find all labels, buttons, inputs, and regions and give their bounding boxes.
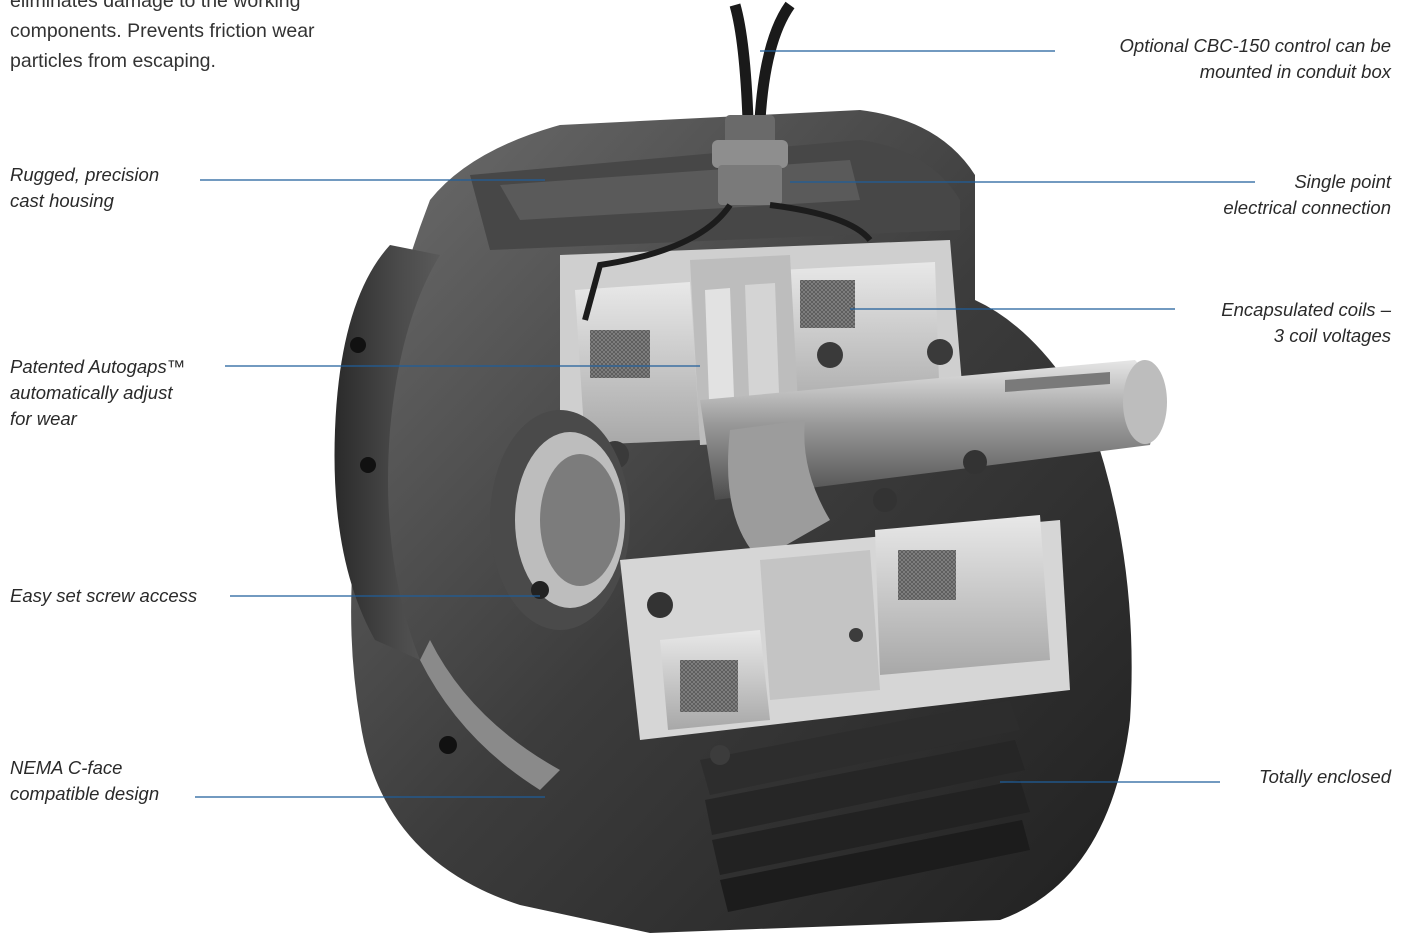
callout-single-point: Single point electrical connection [1223, 171, 1391, 218]
coil-upper-left [590, 330, 650, 378]
shaft-key [1005, 372, 1110, 392]
callout-set-screw: Easy set screw access [10, 585, 198, 606]
bearing-upper-right [927, 339, 953, 365]
lower-cutaway [620, 450, 1070, 765]
hub [490, 410, 630, 630]
callout-autogaps: Patented Autogaps™ automatically adjust … [10, 356, 186, 429]
bearing-upper-mid [817, 342, 843, 368]
conduit-fitting [582, 1, 873, 321]
leader-lines [195, 50, 1255, 798]
coil-lower-right [898, 550, 956, 600]
callout-rugged-housing: Rugged, precision cast housing [10, 164, 160, 211]
intro-text: eliminates damage to the working compone… [10, 0, 315, 72]
coil-lower-left [680, 660, 738, 712]
callout-nema: NEMA C-face compatible design [10, 757, 160, 804]
bearing-lower-mid [873, 488, 897, 512]
mount-hole-1 [350, 337, 366, 353]
set-screw [531, 581, 549, 599]
upper-cutaway [560, 240, 965, 469]
bearing-lower-left [647, 592, 673, 618]
callout-enclosed: Totally enclosed [1259, 766, 1391, 787]
coil-upper-right [800, 280, 855, 328]
mount-hole-2 [360, 457, 376, 473]
callout-cbc-control: Optional CBC-150 control can be mounted … [1119, 35, 1391, 82]
callout-coils: Encapsulated coils – 3 coil voltages [1221, 299, 1391, 346]
bearing-lower-right [963, 450, 987, 474]
mount-hole-3 [439, 736, 457, 754]
output-shaft [700, 360, 1167, 560]
